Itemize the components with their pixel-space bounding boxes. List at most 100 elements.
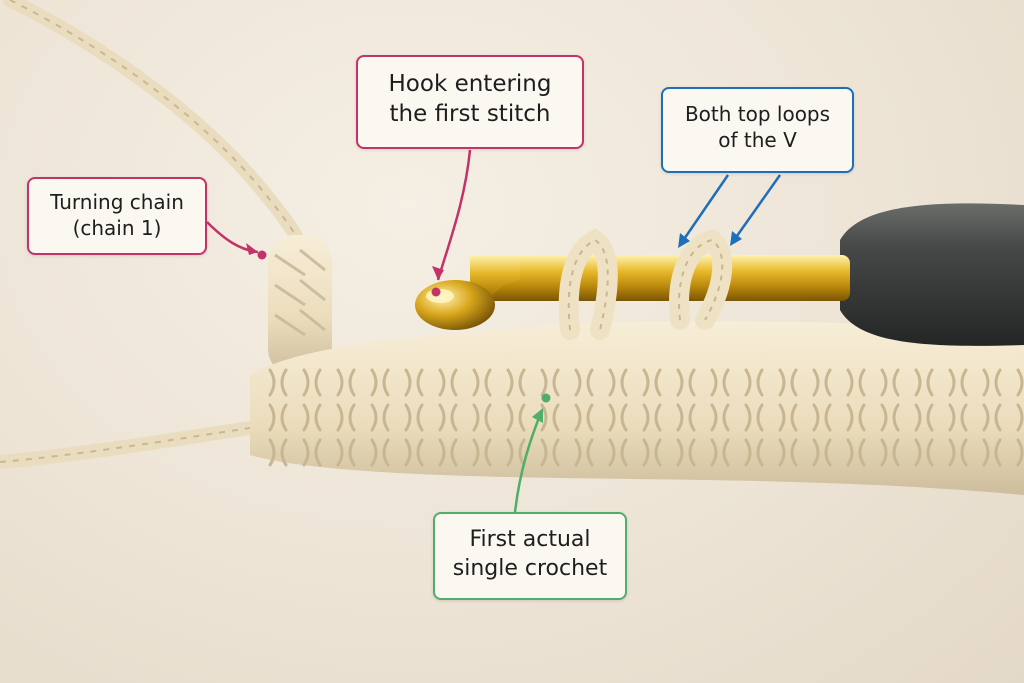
- callout-top-loops-line1: Both top loops: [684, 102, 831, 126]
- stitch-twist: [1016, 438, 1024, 467]
- stitch-twist: [926, 368, 934, 397]
- stitch-twist: [846, 368, 854, 397]
- stitch-twist: [268, 438, 276, 467]
- stitch-twist: [676, 368, 684, 397]
- turning-chain-arrowhead: [246, 243, 258, 255]
- stitch-twist: [676, 403, 684, 432]
- stitch-twist: [518, 438, 526, 467]
- stitch-twist: [404, 403, 412, 432]
- stitch-twist: [382, 403, 390, 432]
- stitch-twist: [688, 403, 696, 432]
- stitch-twist: [518, 368, 526, 397]
- stitch-twist: [982, 368, 990, 397]
- callout-first-single-crochet: First actual single crochet: [433, 512, 627, 600]
- stitch-twist: [438, 368, 446, 397]
- stitch-twist: [586, 368, 594, 397]
- stitch-twist: [722, 438, 730, 467]
- callout-first-sc-line1: First actual: [469, 527, 591, 552]
- callout-top-loops-line2: of the V: [718, 128, 797, 152]
- callout-turning-chain-line1: Turning chain: [50, 190, 184, 214]
- stitch-twist: [450, 403, 458, 432]
- loops-leader-2: [730, 174, 782, 244]
- stitch-twist: [552, 403, 560, 432]
- stitch-twist: [744, 368, 752, 397]
- yarn-tail-left-strand: [0, 427, 251, 463]
- stitch-twist: [370, 403, 378, 432]
- stitch-twist: [812, 403, 820, 432]
- stitch-twist: [880, 438, 888, 467]
- stitch-twist: [914, 368, 922, 397]
- stitch-twist: [302, 368, 310, 397]
- stitch-twist: [778, 403, 786, 432]
- stitch-twist: [280, 438, 288, 467]
- stitch-twist: [790, 403, 798, 432]
- stitch-twist: [722, 368, 730, 397]
- stitch-twist: [586, 403, 594, 432]
- stitch-twist: [280, 403, 288, 432]
- stitch-twist: [960, 403, 968, 432]
- stitch-twist: [710, 403, 718, 432]
- hook-dot: [431, 287, 441, 297]
- stitch-twist: [336, 403, 344, 432]
- callout-first-sc-line2: single crochet: [452, 555, 608, 581]
- loops-arrowhead-1: [678, 233, 690, 248]
- stitch-twist: [676, 438, 684, 467]
- callout-hook-entering: Hook entering the first stitch: [356, 55, 584, 149]
- stitch-twist: [608, 368, 616, 397]
- stitch-twist: [744, 403, 752, 432]
- stitch-twist: [314, 368, 322, 397]
- first-sc-dot: [541, 393, 551, 403]
- stitch-twist: [948, 438, 956, 467]
- stitch-twist: [722, 403, 730, 432]
- stitch-twist: [790, 438, 798, 467]
- stitch-twist: [268, 403, 276, 432]
- stitch-twist: [552, 368, 560, 397]
- stitch-twist: [518, 403, 526, 432]
- stitch-twist: [914, 438, 922, 467]
- stitch-twist: [1016, 368, 1024, 397]
- stitch-twist: [982, 403, 990, 432]
- stitch-twist: [314, 438, 322, 467]
- stitch-twist: [846, 438, 854, 467]
- loops-leader-1: [678, 174, 730, 246]
- callout-turning-chain: Turning chain (chain 1): [27, 177, 207, 255]
- stitch-twist: [744, 438, 752, 467]
- stitch-twist: [756, 368, 764, 397]
- stitch-twist: [756, 403, 764, 432]
- stitch-twist: [858, 438, 866, 467]
- stitch-twist: [472, 438, 480, 467]
- hook-arrowhead: [432, 266, 444, 280]
- stitch-twist: [450, 438, 458, 467]
- stitch-twist: [778, 438, 786, 467]
- stitch-twist: [892, 438, 900, 467]
- fabric-stitch-rows: [268, 368, 1024, 467]
- crochet-fabric: [250, 321, 1024, 495]
- stitch-twist: [654, 368, 662, 397]
- stitch-twist: [926, 438, 934, 467]
- stitch-twist: [348, 438, 356, 467]
- stitch-twist: [506, 368, 514, 397]
- stitch-twist: [642, 368, 650, 397]
- stitch-twist: [846, 403, 854, 432]
- stitch-twist: [620, 403, 628, 432]
- turning-chain-dot: [257, 250, 267, 260]
- stitch-twist: [382, 438, 390, 467]
- loops-arrowhead-2: [730, 231, 742, 246]
- stitch-twist: [994, 438, 1002, 467]
- first-sc-arrowhead: [532, 408, 543, 423]
- stitch-twist: [994, 403, 1002, 432]
- stitch-twist: [812, 438, 820, 467]
- stitch-twist: [370, 368, 378, 397]
- stitch-twist: [586, 438, 594, 467]
- stitch-twist: [982, 438, 990, 467]
- stitch-twist: [620, 438, 628, 467]
- hook-shaft: [470, 255, 850, 301]
- stitch-twist: [404, 368, 412, 397]
- callout-hook-entering-line1: Hook entering: [388, 71, 552, 97]
- turning-chain-twists: [274, 248, 326, 337]
- stitch-twist: [472, 403, 480, 432]
- callout-hook-entering-line2: the first stitch: [389, 100, 551, 127]
- stitch-twist: [280, 368, 288, 397]
- stitch-twist: [688, 438, 696, 467]
